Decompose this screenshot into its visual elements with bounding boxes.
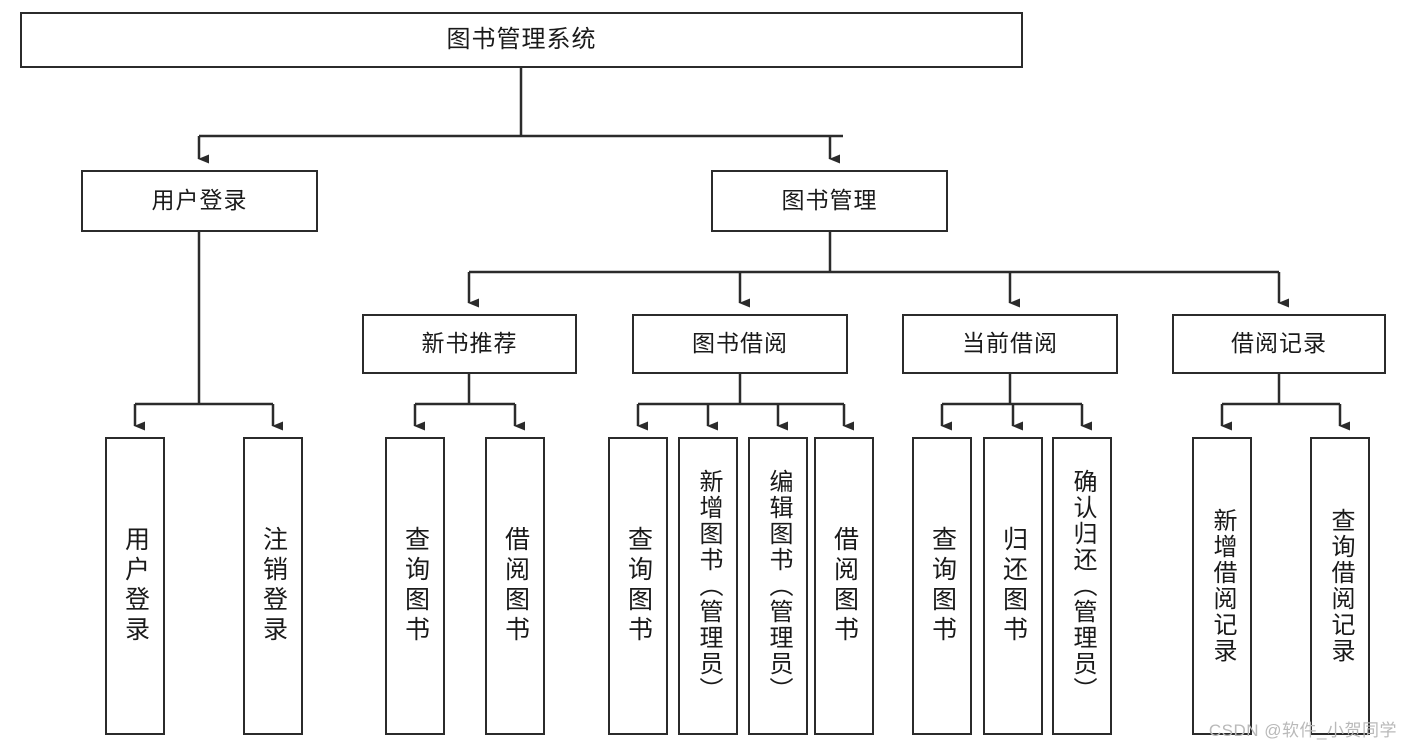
node-label: 借阅图书 <box>501 526 530 646</box>
node-label: 借阅图书 <box>830 526 859 646</box>
leaf-confirm-return-admin[interactable]: 确认归还（管理员） <box>1052 437 1112 735</box>
node-label: 当前借阅 <box>962 330 1058 357</box>
leaf-user-login[interactable]: 用户登录 <box>105 437 165 735</box>
node-root-system[interactable]: 图书管理系统 <box>20 12 1023 68</box>
leaf-return-book[interactable]: 归还图书 <box>983 437 1043 735</box>
node-label: 用户登录 <box>121 526 150 646</box>
node-label: 归还图书 <box>999 526 1028 646</box>
node-label: 确认归还（管理员） <box>1069 469 1096 703</box>
node-label: 图书管理 <box>781 187 878 214</box>
node-label: 查询借阅记录 <box>1327 508 1354 664</box>
node-label: 查询图书 <box>624 526 653 646</box>
node-label: 新书推荐 <box>421 330 518 357</box>
node-book-management[interactable]: 图书管理 <box>711 170 948 232</box>
node-label: 图书管理系统 <box>446 25 597 53</box>
leaf-edit-book-admin[interactable]: 编辑图书（管理员） <box>748 437 808 735</box>
node-label: 查询图书 <box>928 526 957 646</box>
leaf-add-book-admin[interactable]: 新增图书（管理员） <box>678 437 738 735</box>
node-label: 查询图书 <box>401 526 430 646</box>
leaf-logout[interactable]: 注销登录 <box>243 437 303 735</box>
leaf-borrow-book-newbook[interactable]: 借阅图书 <box>485 437 545 735</box>
node-user-login[interactable]: 用户登录 <box>81 170 318 232</box>
csdn-watermark: CSDN @软件_小贺同学 <box>1208 721 1397 740</box>
node-label: 编辑图书（管理员） <box>765 469 792 703</box>
node-current-borrow[interactable]: 当前借阅 <box>902 314 1118 374</box>
leaf-query-book-newbook[interactable]: 查询图书 <box>385 437 445 735</box>
node-label: 借阅记录 <box>1231 330 1327 357</box>
node-label: 新增借阅记录 <box>1209 508 1236 664</box>
node-label: 用户登录 <box>151 187 248 214</box>
node-book-borrow[interactable]: 图书借阅 <box>632 314 848 374</box>
node-label: 注销登录 <box>259 526 288 646</box>
leaf-query-book-borrow[interactable]: 查询图书 <box>608 437 668 735</box>
node-label: 新增图书（管理员） <box>695 469 722 703</box>
node-label: 图书借阅 <box>692 330 788 357</box>
leaf-add-borrow-record[interactable]: 新增借阅记录 <box>1192 437 1252 735</box>
node-new-book-recommend[interactable]: 新书推荐 <box>362 314 577 374</box>
node-borrow-record[interactable]: 借阅记录 <box>1172 314 1386 374</box>
leaf-query-book-current[interactable]: 查询图书 <box>912 437 972 735</box>
leaf-query-borrow-record[interactable]: 查询借阅记录 <box>1310 437 1370 735</box>
leaf-borrow-book[interactable]: 借阅图书 <box>814 437 874 735</box>
